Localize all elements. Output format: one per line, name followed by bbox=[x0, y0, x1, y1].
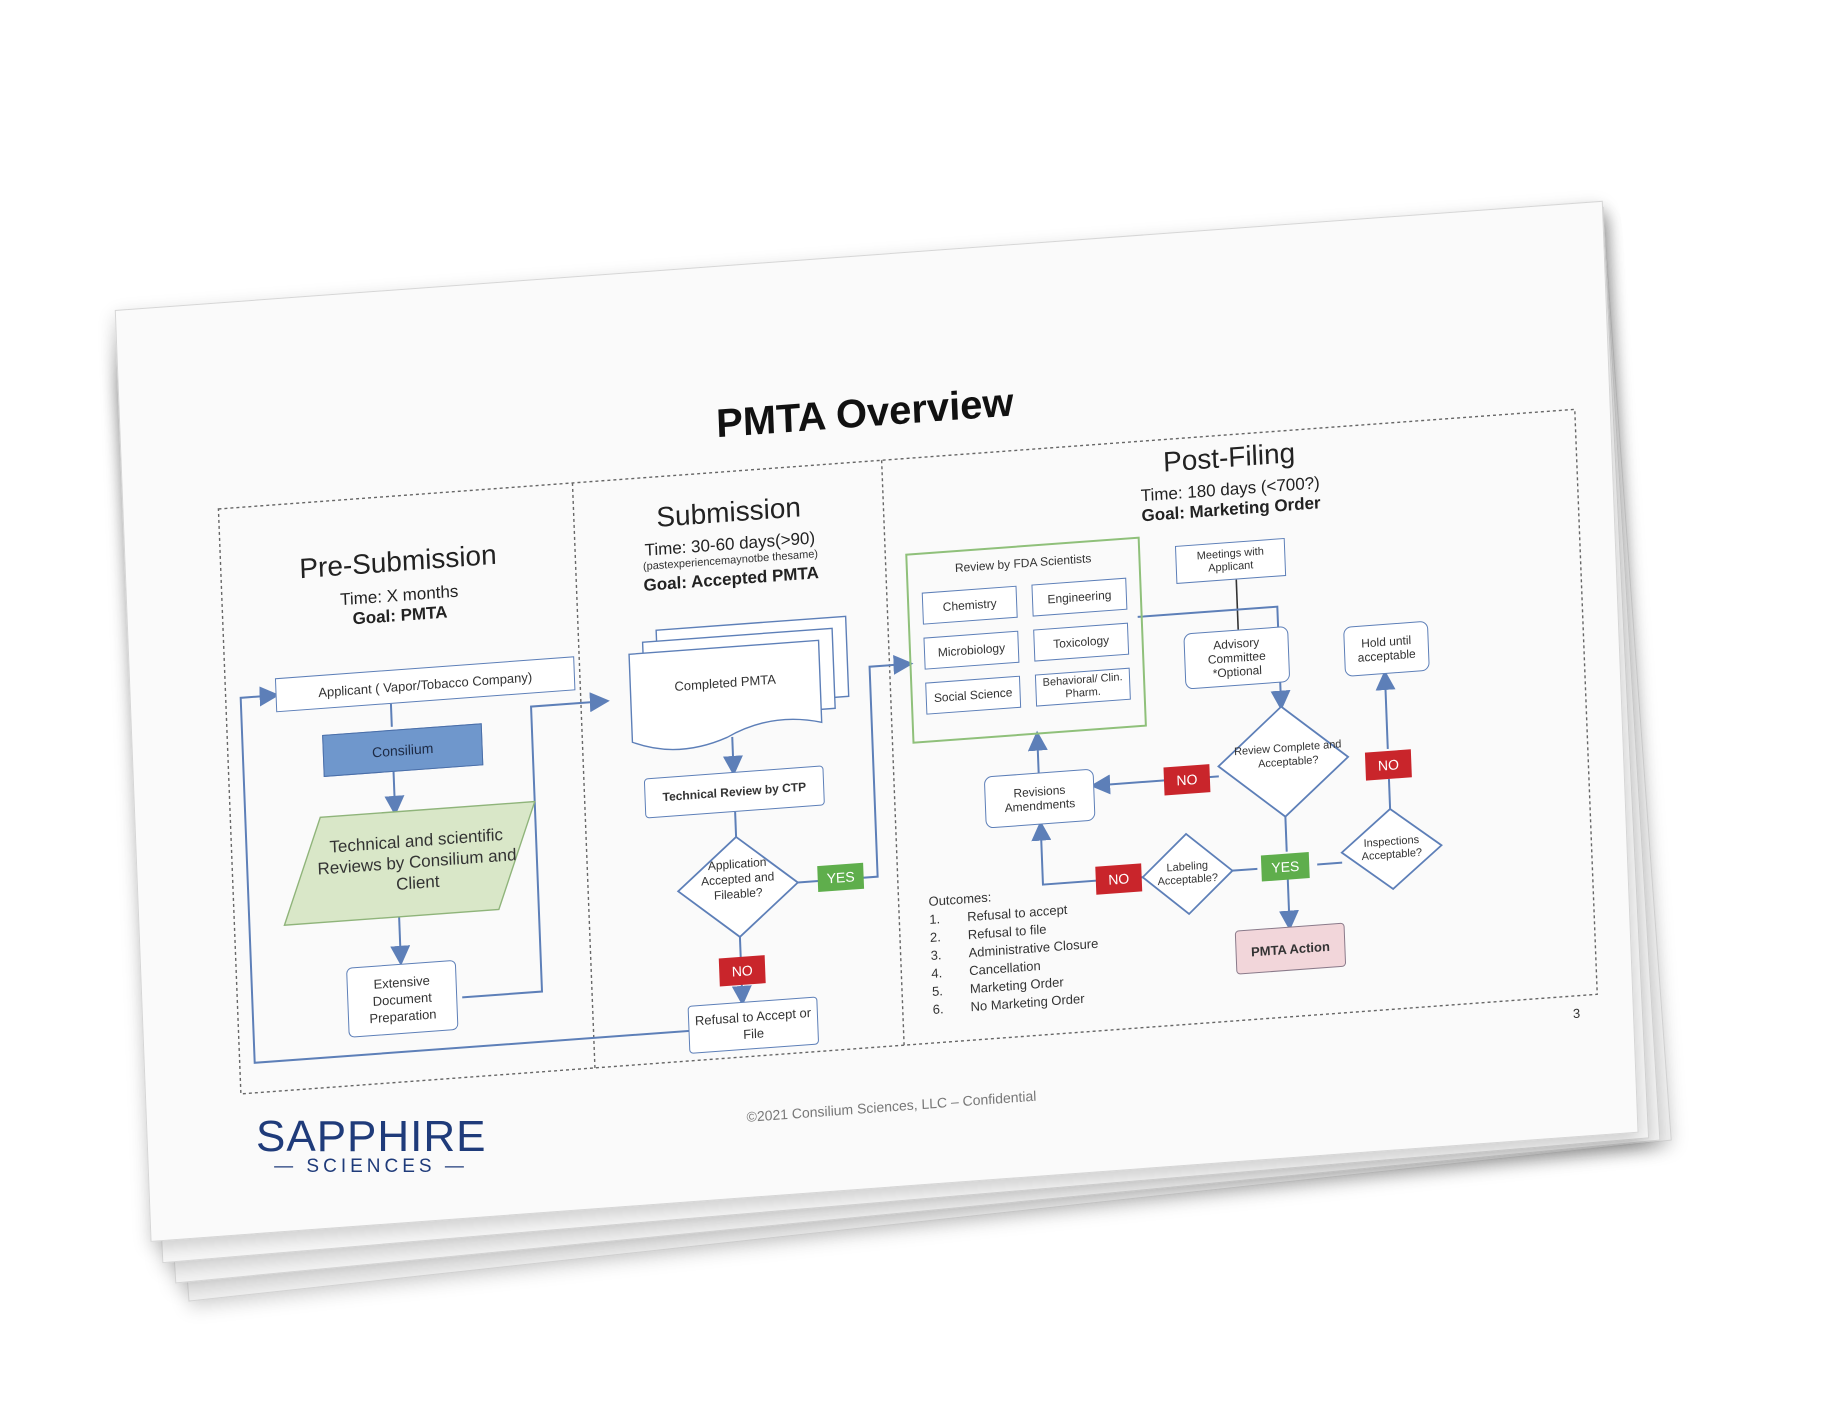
decision-diamond-inspections bbox=[1340, 807, 1443, 891]
logo-wordmark: SAPPHIRE bbox=[256, 1112, 487, 1161]
revisions-box: Revisions Amendments bbox=[983, 768, 1096, 829]
connector-meetings-advisory bbox=[1235, 579, 1239, 630]
outcomes-list: Outcomes: 1.Refusal to accept 2.Refusal … bbox=[928, 881, 1100, 1019]
connector-techreview-decision bbox=[734, 811, 738, 838]
flowchart-connectors bbox=[217, 408, 1598, 1095]
meetings-box: Meetings with Applicant bbox=[1174, 537, 1287, 584]
page-number: 3 bbox=[1572, 1005, 1581, 1022]
paper-sheet-front: PMTA Overview Pre-Submission Time: X mon… bbox=[114, 200, 1639, 1242]
connector-reviews-docprep bbox=[390, 916, 411, 966]
refusal-box: Refusal to Accept or File bbox=[687, 996, 820, 1054]
submission-no-badge: NO bbox=[718, 955, 766, 987]
connector-applicant-consilium bbox=[389, 701, 393, 727]
connector-no-hold bbox=[1375, 669, 1396, 750]
decision-diamond-labeling bbox=[1141, 832, 1234, 916]
logo-subtitle: — SCIENCES — bbox=[274, 1156, 468, 1177]
submission-yes-badge: YES bbox=[817, 862, 865, 893]
reviews-parallelogram bbox=[283, 800, 536, 927]
diagram-frame bbox=[217, 408, 1598, 1095]
advisory-committee-box: Advisory Committee *Optional bbox=[1183, 625, 1291, 690]
pmta-action-box: PMTA Action bbox=[1234, 922, 1347, 975]
connector-review-yes bbox=[1284, 816, 1288, 852]
sapphire-sciences-logo: SAPPHIRE — SCIENCES — bbox=[256, 1112, 486, 1178]
decision-diamond-accepted bbox=[676, 835, 800, 939]
connector-yes-inspections bbox=[1317, 861, 1343, 866]
document-preparation-box: Extensive Document Preparation bbox=[346, 959, 459, 1038]
connector-inspections-no bbox=[1387, 778, 1392, 810]
decision-diamond-review-complete bbox=[1217, 705, 1350, 818]
slide-pmta-overview: PMTA Overview Pre-Submission Time: X mon… bbox=[116, 202, 1638, 1241]
connector-revisions-review bbox=[1027, 730, 1048, 775]
section-divider-2 bbox=[880, 460, 905, 1046]
hold-box: Hold until acceptable bbox=[1343, 620, 1430, 677]
connector-consilium-reviews bbox=[384, 771, 405, 816]
labeling-no-badge: NO bbox=[1095, 863, 1143, 895]
post-filing-yes-badge: YES bbox=[1260, 852, 1310, 882]
decision-accepted-label: Application Accepted and Fileable? bbox=[700, 854, 775, 903]
completed-pmta-sheet-front bbox=[628, 639, 823, 751]
connector-yes-labeling bbox=[1232, 867, 1258, 872]
connector-refusal-applicant bbox=[239, 686, 704, 1064]
connector-completed-techreview bbox=[723, 736, 743, 776]
connector-yes-action bbox=[1279, 876, 1299, 931]
review-no-badge: NO bbox=[1163, 764, 1211, 796]
section-divider-1 bbox=[571, 482, 596, 1068]
connector-docprep-completed bbox=[462, 692, 610, 999]
inspections-no-badge: NO bbox=[1364, 749, 1412, 781]
